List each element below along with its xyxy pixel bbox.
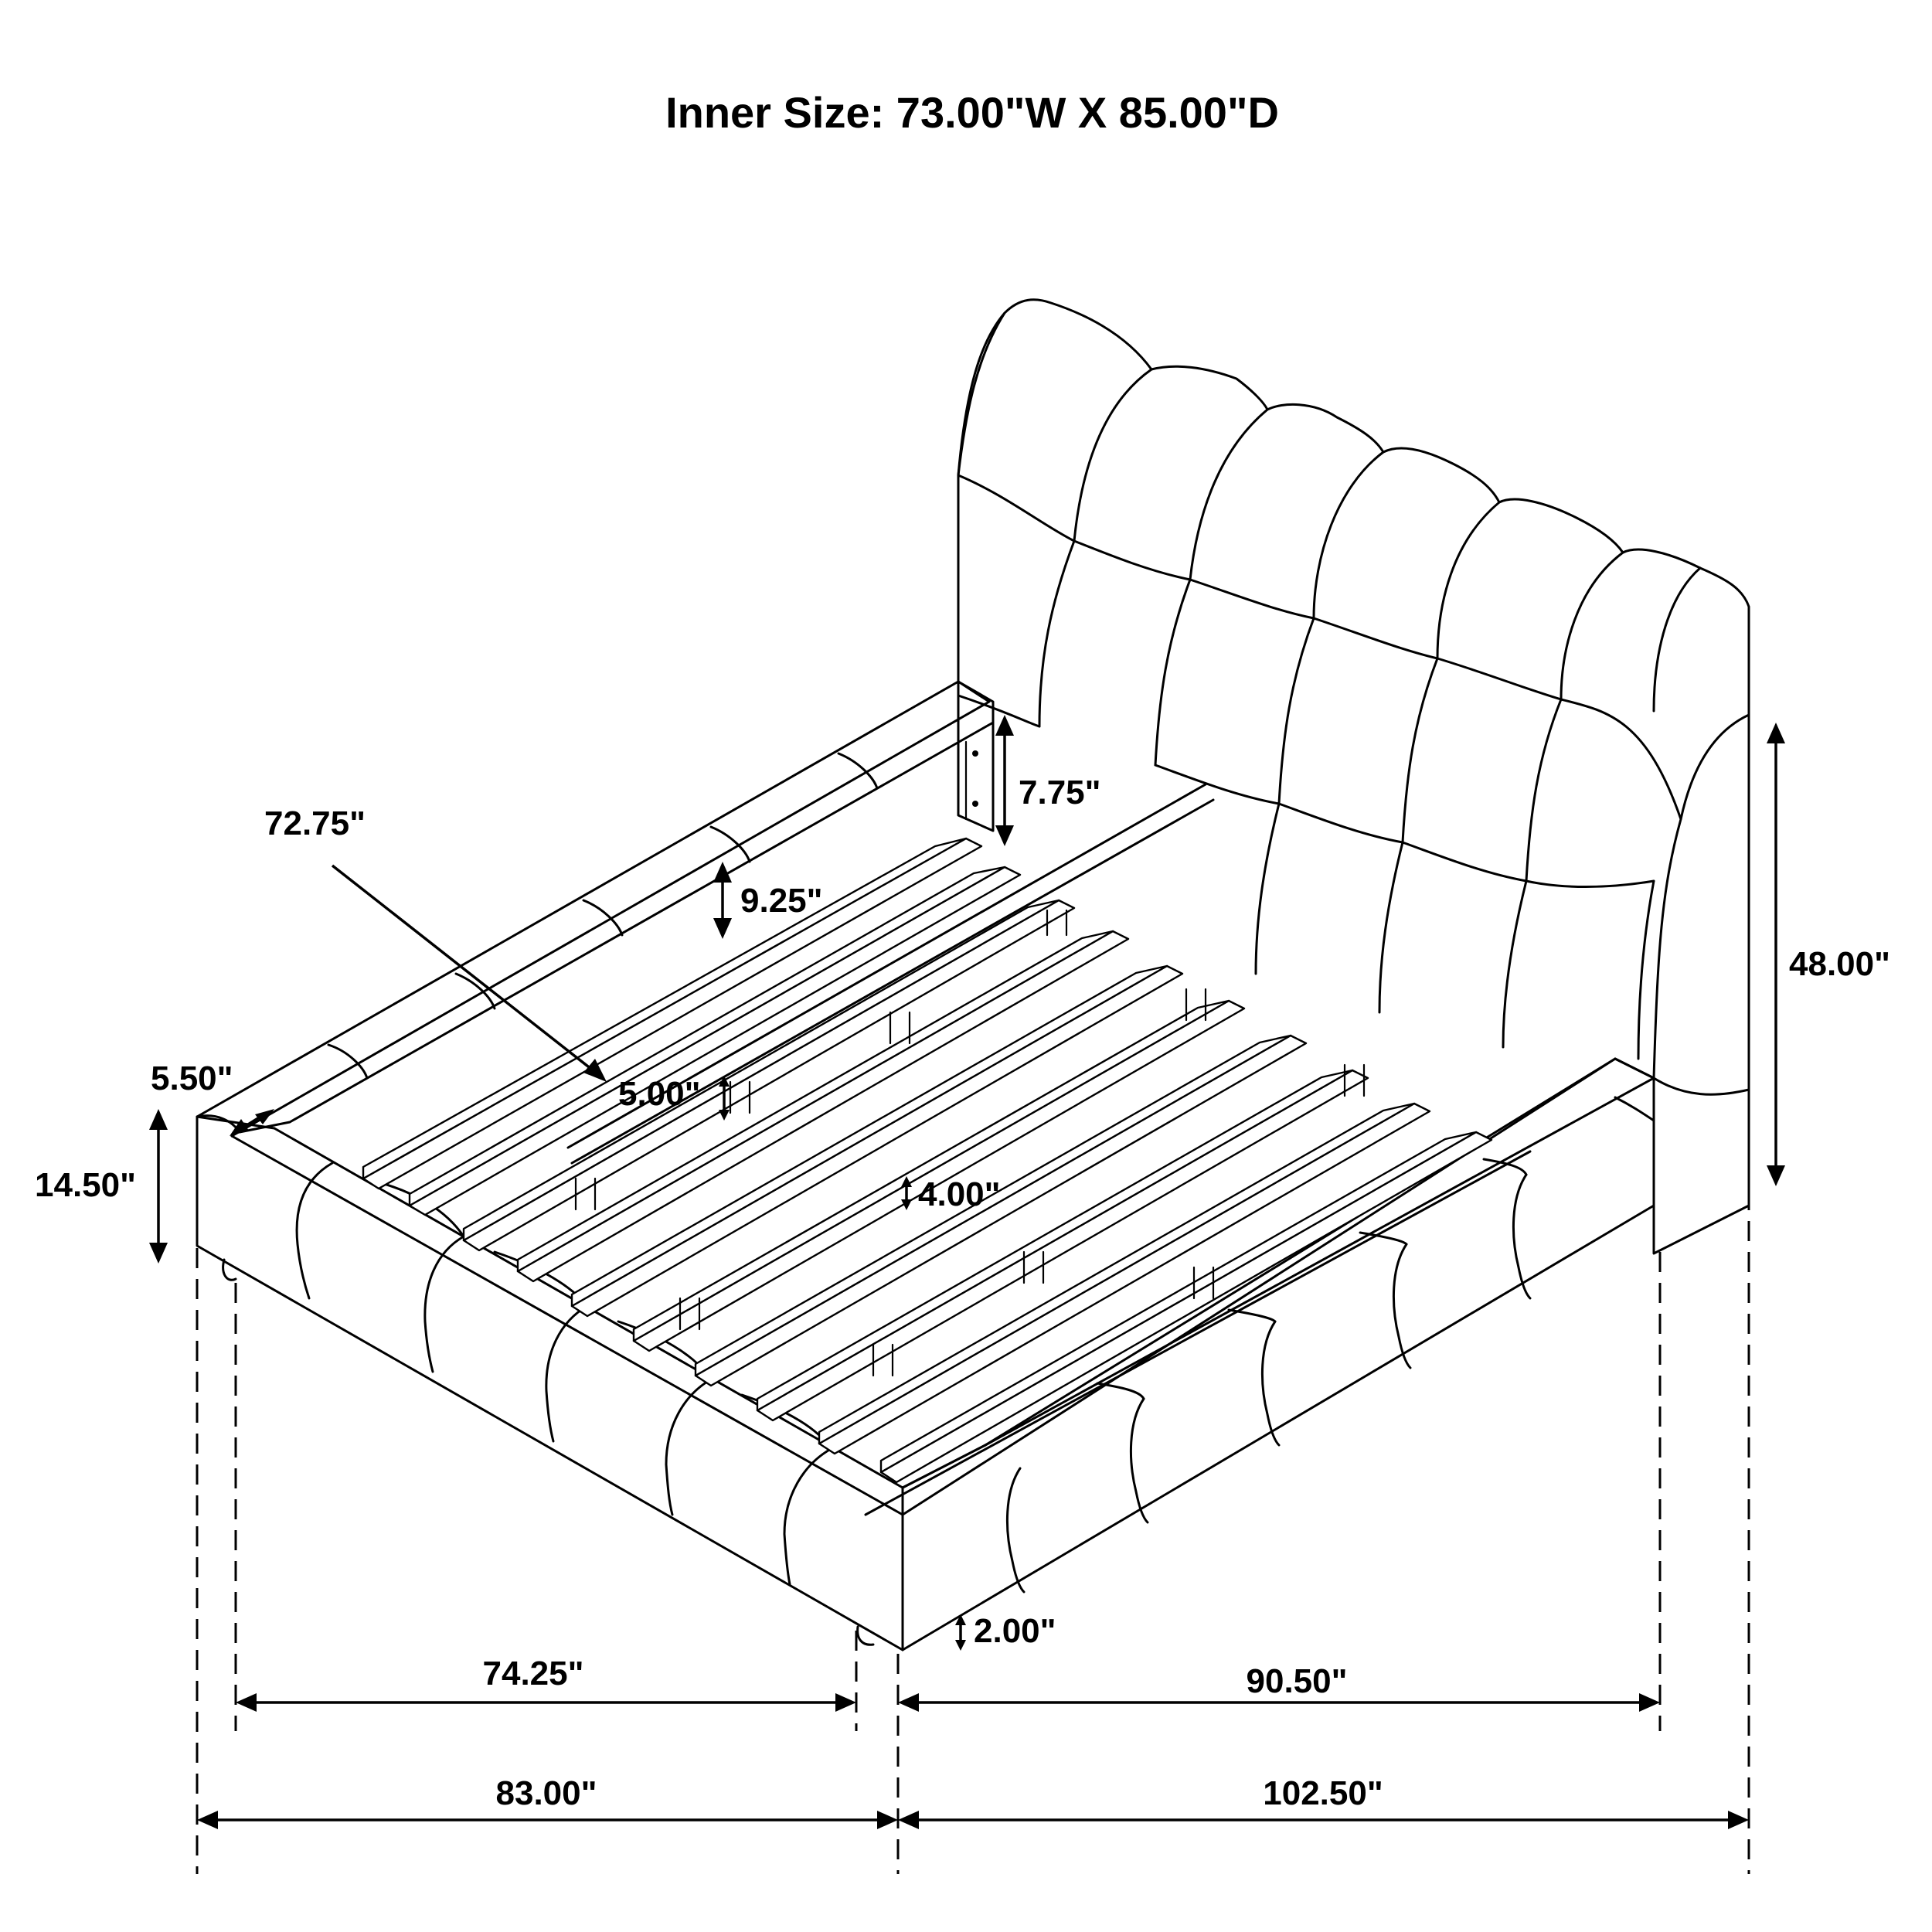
slat-group <box>362 783 1532 1516</box>
dimension-lines <box>149 715 1785 1874</box>
rail-height-back-label: 7.75" <box>1019 774 1101 811</box>
rail-width-label: 5.50" <box>151 1060 233 1097</box>
bed-frame <box>196 680 1655 1651</box>
inner-diagonal-label: 72.75" <box>264 804 366 842</box>
headboard <box>957 298 1750 1255</box>
title: Inner Size: 73.00"W X 85.00"D <box>665 88 1279 137</box>
dimension-labels: 48.00" 7.75" 9.25" 72.75" 5.50" 14.50" 5… <box>35 774 1890 1812</box>
leg-length-label: 90.50" <box>1247 1662 1348 1700</box>
clearance-label: 2.00" <box>974 1612 1056 1650</box>
overall-width-label: 83.00" <box>496 1774 597 1812</box>
leg-width-label: 74.25" <box>483 1655 584 1692</box>
headboard-height-label: 48.00" <box>1789 945 1890 983</box>
support-height-label: 4.00" <box>918 1175 1001 1213</box>
bed-height-label: 14.50" <box>35 1166 136 1204</box>
overall-length-label: 102.50" <box>1263 1774 1383 1812</box>
rail-inner-height-label: 5.00" <box>618 1075 701 1113</box>
slat-gap-label: 9.25" <box>740 882 823 920</box>
